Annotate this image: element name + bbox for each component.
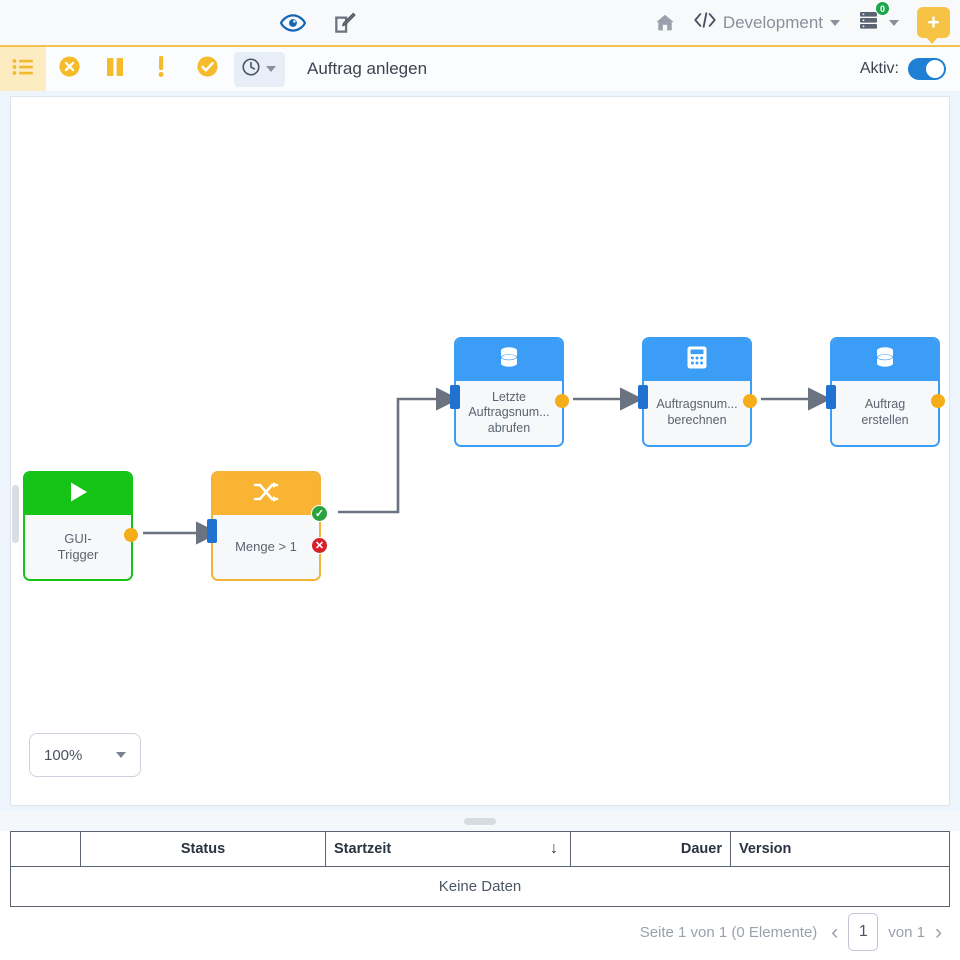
pause-icon <box>105 56 125 83</box>
node-header <box>25 473 131 515</box>
add-button-label: + <box>927 11 940 34</box>
node-input-port[interactable] <box>638 385 648 409</box>
edit-pencil-icon[interactable] <box>332 10 358 36</box>
success-check-icon <box>196 55 219 83</box>
zoom-level-value: 100% <box>44 746 83 764</box>
play-icon <box>65 479 91 510</box>
splitter-grip[interactable] <box>464 817 496 825</box>
header-center-actions <box>280 0 358 45</box>
pagination-controls: ‹ 1 von 1 › <box>831 913 942 951</box>
code-brackets-icon <box>694 11 716 34</box>
warning-exclamation-icon <box>156 55 166 83</box>
table-footer: Seite 1 von 1 (0 Elemente) ‹ 1 von 1 › <box>0 908 960 956</box>
chevron-right-icon[interactable]: › <box>935 920 942 944</box>
chevron-left-icon[interactable]: ‹ <box>831 920 839 944</box>
node-output-port[interactable] <box>743 394 757 408</box>
filter-error-button[interactable] <box>46 47 92 91</box>
filter-paused-button[interactable] <box>92 47 138 91</box>
node-header <box>832 339 938 381</box>
workflow-title: Auftrag anlegen <box>307 59 428 78</box>
node-auftragsnummer-berechnen[interactable]: Auftragsnum...berechnen <box>638 337 757 447</box>
list-view-icon <box>12 57 34 82</box>
chevron-down-icon <box>830 19 840 26</box>
column-header-select[interactable] <box>10 831 81 867</box>
zoom-level-select[interactable]: 100% <box>29 733 141 777</box>
node-header <box>456 339 562 381</box>
database-icon <box>872 345 898 376</box>
node-label: Menge > 1 <box>213 515 319 579</box>
column-header-startzeit[interactable]: Startzeit ↓ <box>325 831 571 867</box>
table-head: Status Startzeit ↓ Dauer Version <box>10 831 950 867</box>
node-menge-branch[interactable]: Menge > 1 ✓ ✕ <box>207 471 328 581</box>
node-output-port[interactable] <box>124 528 138 542</box>
executions-table-container: Status Startzeit ↓ Dauer Version Keine D… <box>10 831 950 907</box>
active-toggle-group: Aktiv: <box>860 47 946 91</box>
calculator-icon <box>685 345 709 375</box>
filter-success-button[interactable] <box>184 47 230 91</box>
executions-table: Status Startzeit ↓ Dauer Version Keine D… <box>10 831 950 907</box>
server-badge-count: 0 <box>875 1 890 16</box>
node-header <box>644 339 750 381</box>
node-output-port-true[interactable]: ✓ <box>311 505 328 522</box>
panel-splitter[interactable] <box>0 811 960 831</box>
column-header-status[interactable]: Status <box>80 831 326 867</box>
canvas-scroll-handle[interactable] <box>12 485 19 543</box>
header-right-actions: Development 0 + <box>654 0 950 45</box>
chevron-down-icon <box>116 752 126 758</box>
top-header: Development 0 + <box>0 0 960 45</box>
error-circle-icon <box>58 55 81 83</box>
active-label: Aktiv: <box>859 60 899 77</box>
column-header-startzeit-label: Startzeit <box>334 841 392 857</box>
clock-icon <box>241 57 261 82</box>
node-input-port[interactable] <box>826 385 836 409</box>
workflow-canvas-container: GUI-Trigger Menge > 1 ✓ ✕ <box>0 91 960 811</box>
server-stack-icon <box>858 8 884 37</box>
time-range-selector[interactable] <box>234 51 285 87</box>
node-label: GUI-Trigger <box>25 515 131 579</box>
filter-warning-button[interactable] <box>138 47 184 91</box>
total-pages-label: von 1 <box>888 923 925 941</box>
node-input-port[interactable] <box>450 385 460 409</box>
table-header-row: Status Startzeit ↓ Dauer Version <box>10 831 950 867</box>
sort-descending-icon[interactable]: ↓ <box>550 840 558 857</box>
node-header <box>213 473 319 515</box>
active-toggle[interactable] <box>908 58 946 80</box>
page-number-input[interactable]: 1 <box>848 913 879 951</box>
node-input-port[interactable] <box>207 519 217 543</box>
branch-shuffle-icon <box>253 481 279 508</box>
tab-list-view[interactable] <box>0 47 46 91</box>
home-icon[interactable] <box>654 12 676 34</box>
table-empty-message: Keine Daten <box>10 866 950 907</box>
server-selector[interactable]: 0 <box>858 1 899 37</box>
column-header-version[interactable]: Version <box>730 831 950 867</box>
node-output-port[interactable] <box>555 394 569 408</box>
workflow-toolbar: Auftrag anlegen Aktiv: <box>0 45 960 91</box>
node-output-port[interactable] <box>931 394 945 408</box>
connection-edges <box>143 387 832 545</box>
database-icon <box>496 345 522 376</box>
chevron-down-icon <box>889 19 899 26</box>
workflow-canvas[interactable]: GUI-Trigger Menge > 1 ✓ ✕ <box>10 96 950 806</box>
table-body: Keine Daten <box>10 866 950 907</box>
page-info-label: Seite 1 von 1 (0 Elemente) <box>639 923 818 941</box>
node-label: Auftragsnum...berechnen <box>644 381 750 445</box>
chevron-down-icon <box>266 66 276 72</box>
column-header-dauer[interactable]: Dauer <box>570 831 731 867</box>
node-output-port-false[interactable]: ✕ <box>311 537 328 554</box>
table-empty-row: Keine Daten <box>10 866 950 907</box>
environment-selector[interactable]: Development <box>694 11 840 34</box>
edge-branch-to-letzte <box>338 387 460 514</box>
add-button[interactable]: + <box>917 7 950 44</box>
environment-label: Development <box>722 12 823 32</box>
toggle-knob <box>926 60 944 78</box>
eye-icon[interactable] <box>280 10 306 36</box>
node-gui-trigger[interactable]: GUI-Trigger <box>23 471 138 581</box>
